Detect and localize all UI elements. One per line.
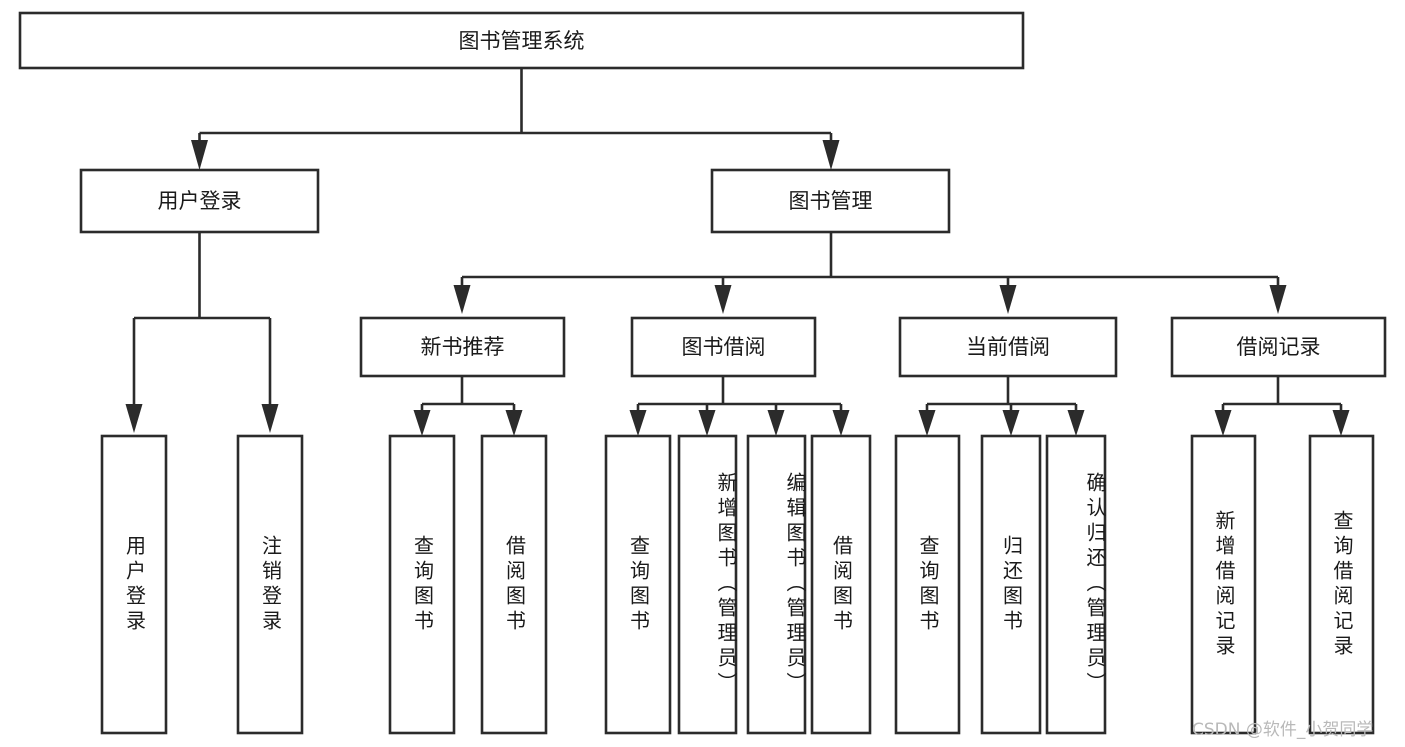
leaf-box-12[interactable] (1190, 434, 1257, 735)
node-borrow-record[interactable]: 借阅记录 (1170, 316, 1387, 378)
node-user-login-label: 用户登录 (158, 189, 242, 213)
node-book-borrow-label: 图书借阅 (682, 335, 766, 359)
arrow-head-leaf-9 (918, 410, 936, 436)
arrow-head-leaf-10 (1002, 410, 1020, 436)
leaf-box-4[interactable] (480, 434, 548, 735)
leaf-box-9[interactable] (894, 434, 961, 735)
node-book-borrow-box[interactable] (630, 316, 817, 378)
node-user-login[interactable]: 用户登录 (79, 168, 320, 234)
node-new-book-recommend-box[interactable] (359, 316, 566, 378)
arrow-head-leaf-4 (505, 410, 523, 436)
node-current-borrow[interactable]: 当前借阅 (898, 316, 1118, 378)
arrow-head-borrow (714, 285, 732, 314)
arrow-head-book-mgmt (822, 140, 840, 170)
node-book-management-box[interactable] (710, 168, 951, 234)
arrow-head-leaf-5 (629, 410, 647, 436)
arrow-head-user-login (191, 140, 208, 170)
arrow-head-record (1269, 285, 1287, 314)
node-book-management[interactable]: 图书管理 (710, 168, 951, 234)
arrow-head-leaf-8 (832, 410, 850, 436)
leaf-box-6[interactable] (677, 434, 738, 735)
leaf-box-13[interactable] (1308, 434, 1375, 735)
watermark-text: CSDN @软件_小贺同学 (1192, 720, 1374, 740)
arrow-head-leaf-6 (698, 410, 716, 436)
node-book-management-label: 图书管理 (789, 189, 873, 213)
connector-group (125, 68, 1350, 436)
node-new-book-recommend[interactable]: 新书推荐 (359, 316, 566, 378)
arrow-head-leaf-7 (767, 410, 785, 436)
leaf-box-5[interactable] (604, 434, 672, 735)
arrow-head-leaf-13 (1332, 410, 1350, 436)
node-book-borrow[interactable]: 图书借阅 (630, 316, 817, 378)
node-root-box[interactable] (18, 11, 1025, 70)
leaf-box-3[interactable] (388, 434, 456, 735)
arrow-head-leaf-11 (1067, 410, 1085, 436)
arrow-head-leaf-1 (125, 404, 143, 433)
leaf-box-10[interactable] (980, 434, 1042, 735)
arrow-head-current (999, 285, 1017, 314)
leaf-box-1[interactable] (100, 434, 168, 735)
leaf-box-11[interactable] (1045, 434, 1107, 735)
leaf-box-8[interactable] (810, 434, 872, 735)
node-borrow-record-label: 借阅记录 (1237, 335, 1321, 359)
node-new-book-recommend-label: 新书推荐 (421, 335, 505, 359)
arrow-head-newbook (453, 285, 471, 314)
arrow-head-leaf-3 (413, 410, 431, 436)
node-user-login-box[interactable] (79, 168, 320, 234)
leaf-box-7[interactable] (746, 434, 807, 735)
node-root-label: 图书管理系统 (459, 29, 585, 53)
leaf-box-2[interactable] (236, 434, 304, 735)
node-current-borrow-box[interactable] (898, 316, 1118, 378)
node-borrow-record-box[interactable] (1170, 316, 1387, 378)
leaf-boxes (100, 434, 1375, 735)
arrow-head-leaf-12 (1214, 410, 1232, 436)
node-current-borrow-label: 当前借阅 (966, 335, 1050, 359)
node-root[interactable]: 图书管理系统 (18, 11, 1025, 70)
arrow-head-leaf-2 (261, 404, 279, 433)
